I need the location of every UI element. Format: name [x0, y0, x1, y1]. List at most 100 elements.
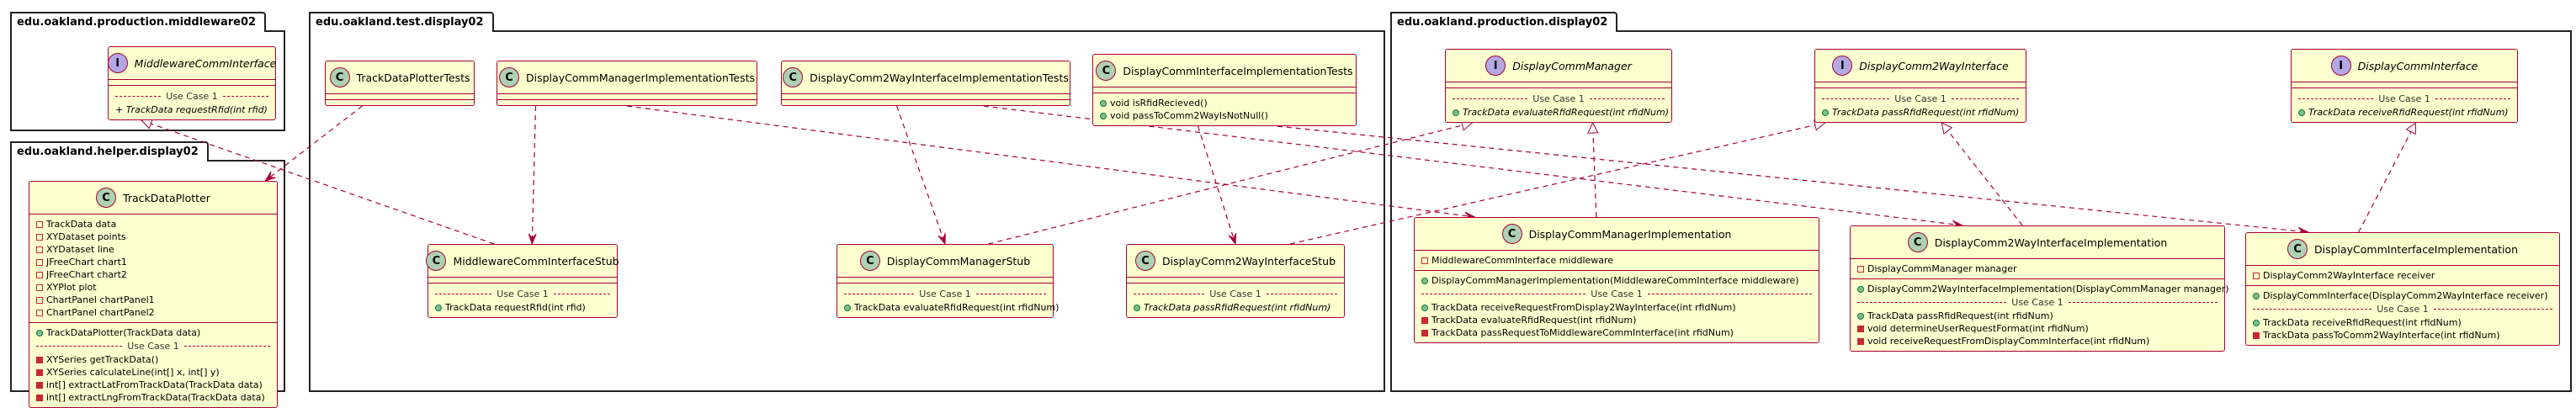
method: void isRfidRecieved() [1110, 98, 1208, 109]
public-method-icon [844, 304, 851, 311]
method: int[] extractLngFromTrackData(TrackData … [46, 392, 265, 403]
use-case-separator: Use Case 1 [844, 289, 1046, 299]
package-label: edu.oakland.production.display02 [1390, 12, 1618, 32]
private-method-icon [2253, 331, 2260, 339]
use-case-separator: Use Case 1 [435, 289, 610, 299]
public-method-icon [2253, 319, 2260, 326]
private-field-icon [36, 309, 43, 316]
class-name: TrackDataPlotter [123, 191, 210, 204]
use-case-separator: Use Case 1 [1134, 289, 1337, 299]
class-icon: C [859, 251, 880, 271]
class-name: DisplayCommManagerImplementationTests [526, 71, 755, 84]
private-method-icon [1857, 325, 1864, 332]
method: TrackData requestRfid(int rfid) [445, 302, 586, 313]
class-name: DisplayComm2WayInterfaceImplementation [1934, 236, 2168, 249]
class-icon: C [96, 188, 117, 208]
class-icon: C [1134, 251, 1155, 271]
class-display-comm-interface-implementation-tests[interactable]: C DisplayCommInterfaceImplementationTests… [1092, 54, 1357, 126]
class-display-comm-2way-interface-stub[interactable]: C DisplayComm2WayInterfaceStub Use Case 1… [1126, 244, 1345, 318]
package-label: edu.oakland.production.middleware02 [10, 12, 267, 32]
class-name: DisplayComm2WayInterfaceImplementationTe… [810, 71, 1069, 84]
method: TrackData evaluateRfidRequest(int rfidNu… [1431, 315, 1637, 326]
field: ChartPanel chartPanel1 [46, 294, 155, 305]
class-display-comm-manager-stub[interactable]: C DisplayCommManagerStub Use Case 1 Track… [837, 244, 1059, 318]
class-icon: C [499, 67, 520, 87]
method: XYSeries getTrackData() [46, 354, 159, 365]
class-icon: C [783, 67, 804, 87]
use-case-separator: Use Case 1 [1421, 289, 1812, 299]
method: int[] extractLatFromTrackData(TrackData … [46, 379, 263, 390]
use-case-separator: Use Case 1 [2253, 304, 2552, 315]
method: TrackData receiveRfidRequest(int rfidNum… [2308, 107, 2509, 118]
field: XYDataset line [46, 244, 114, 255]
private-field-icon [36, 246, 43, 253]
class-display-comm-manager-implementation-tests[interactable]: C DisplayCommManagerImplementationTests [497, 61, 757, 106]
package-label: edu.oakland.test.display02 [309, 12, 494, 32]
private-field-icon [36, 220, 43, 228]
class-name: DisplayCommInterfaceImplementation [2313, 242, 2519, 256]
field: XYDataset points [46, 231, 126, 242]
private-field-icon [2253, 272, 2260, 279]
constructor: DisplayComm2WayInterfaceImplementation(D… [1867, 283, 2229, 294]
class-track-data-plotter[interactable]: C TrackDataPlotter TrackData data XYDatas… [29, 181, 278, 408]
field: TrackData data [46, 219, 117, 230]
class-name: DisplayCommManagerStub [886, 254, 1031, 268]
method: void receiveRequestFromDisplayCommInterf… [1867, 336, 2150, 347]
constructor: DisplayCommInterface(DisplayComm2WayInte… [2263, 290, 2548, 301]
class-name: MiddlewareCommInterface [134, 56, 277, 70]
method: void passToComm2WayIsNotNull() [1110, 110, 1268, 121]
class-icon: C [426, 251, 447, 271]
use-case-separator: Use Case 1 [1453, 93, 1665, 104]
interface-icon: I [107, 53, 128, 73]
method: TrackData receiveRfidRequest(int rfidNum… [2263, 317, 2462, 328]
class-icon: C [1096, 61, 1117, 81]
field: JFreeChart chart1 [46, 257, 127, 268]
method: + TrackData requestRfid(int rfid) [115, 104, 268, 115]
class-display-comm-2way-interface-implementation-tests[interactable]: C DisplayComm2WayInterfaceImplementationT… [781, 61, 1070, 106]
class-name: DisplayCommInterface [2357, 59, 2478, 72]
public-method-icon [2253, 292, 2260, 299]
method: TrackData receiveRequestFromDisplay2WayI… [1431, 302, 1736, 313]
public-method-icon [1100, 99, 1107, 107]
method: TrackData passRfidRequest(int rfidNum) [1867, 310, 2053, 321]
class-name: DisplayCommManager [1512, 59, 1632, 72]
class-name: DisplayCommInterfaceImplementationTests [1123, 64, 1353, 77]
public-method-icon [1134, 304, 1140, 311]
method: TrackData passRfidRequest(int rfidNum) [1832, 107, 2020, 118]
method: XYSeries calculateLine(int[] x, int[] y) [46, 367, 220, 378]
method: TrackData passRequestToMiddlewareCommInt… [1431, 327, 1734, 338]
private-field-icon [1857, 265, 1864, 273]
class-name: TrackDataPlotterTests [356, 71, 470, 84]
method: TrackData passToComm2WayInterface(int rf… [2263, 330, 2500, 341]
field: ChartPanel chartPanel2 [46, 307, 155, 318]
private-field-icon [1421, 257, 1428, 264]
public-method-icon [1857, 312, 1864, 320]
class-track-data-plotter-tests[interactable]: C TrackDataPlotterTests [325, 61, 475, 106]
public-method-icon [36, 329, 43, 336]
use-case-separator: Use Case 1 [1822, 93, 2019, 104]
private-method-icon [36, 368, 43, 376]
interface-icon: I [2330, 56, 2351, 76]
private-method-icon [36, 381, 43, 389]
class-icon: C [329, 67, 350, 87]
private-method-icon [1857, 337, 1864, 345]
public-method-icon [435, 304, 442, 311]
method: TrackData evaluateRfidRequest(int rfidNu… [854, 302, 1060, 313]
class-name: DisplayComm2WayInterfaceStub [1161, 254, 1336, 268]
public-method-icon [1822, 109, 1829, 116]
class-name: DisplayCommManagerImplementation [1528, 227, 1732, 241]
field: DisplayComm2WayInterface receiver [2263, 270, 2435, 281]
method: void determineUserRequestFormat(int rfid… [1867, 323, 2089, 334]
public-method-icon [1421, 277, 1428, 284]
public-method-icon [1453, 109, 1459, 116]
public-method-icon [1421, 304, 1428, 311]
use-case-separator: Use Case 1 [1857, 297, 2217, 308]
